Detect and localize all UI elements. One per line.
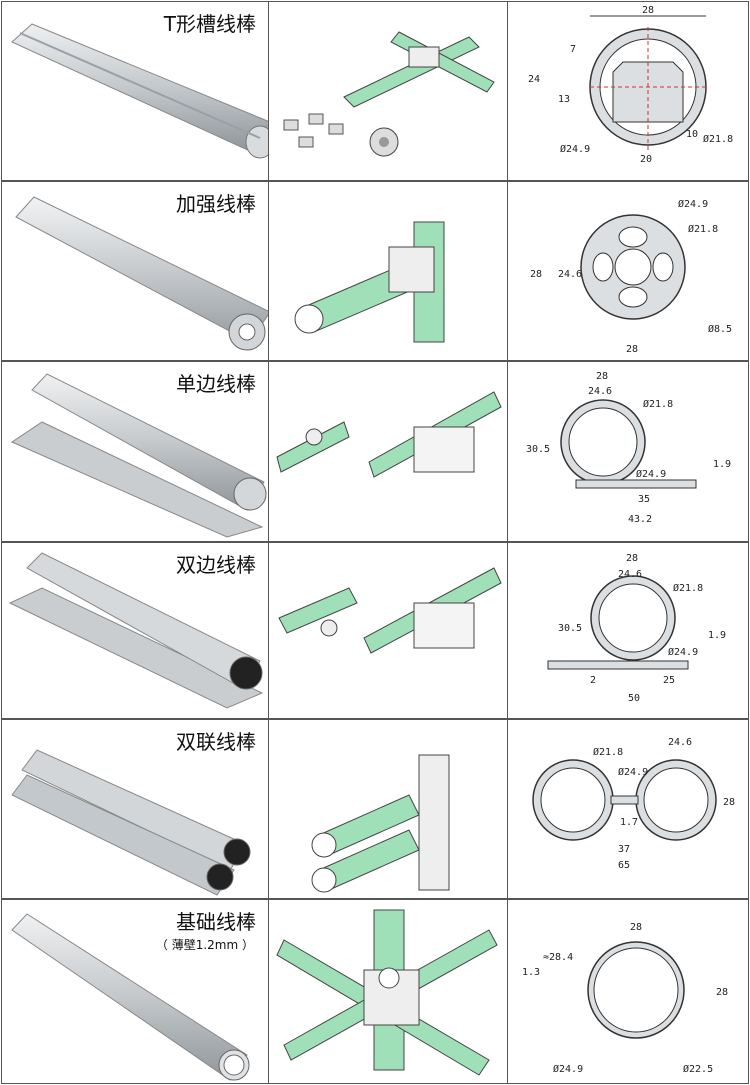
dim-label: ≈28.4 <box>543 952 573 963</box>
dim-label: 1.9 <box>713 459 731 470</box>
dim-label: 2 <box>590 675 596 686</box>
twin-assembly-illustration <box>311 754 450 893</box>
twin-profile-drawing: Ø21.8 Ø24.9 24.6 28 1.7 37 65 <box>532 737 735 871</box>
dim-label: 20 <box>640 154 652 165</box>
dim-label: Ø21.8 <box>643 398 673 410</box>
dim-label: 28 <box>642 5 654 16</box>
technical-drawing-cell: Ø21.8 Ø24.9 24.6 28 1.7 37 65 <box>507 719 749 899</box>
dim-label: 10 <box>686 129 698 140</box>
technical-drawing-cell: 28 7 24 13 Ø24.9 Ø21.8 10 20 <box>507 1 749 181</box>
reinforced-profile-drawing: Ø24.9 Ø21.8 28 24.6 28 Ø8.5 <box>530 198 732 355</box>
dim-label: 28 <box>716 987 728 998</box>
dim-label: Ø21.8 <box>673 582 703 594</box>
product-photo-cell: T形槽线棒 <box>1 1 269 181</box>
product-note: （ 薄壁1.2mm ） <box>155 938 254 952</box>
dim-label: Ø24.9 <box>678 198 708 210</box>
basic-assembly-illustration <box>276 909 498 1076</box>
dim-label: 24 <box>528 74 540 85</box>
product-name: 基础线棒 <box>176 910 256 934</box>
dim-label: 30.5 <box>526 444 550 455</box>
dim-label: 24.6 <box>588 386 612 397</box>
dim-label: 24.6 <box>558 269 582 280</box>
basic-profile-drawing: ≈28.4 28 1.3 28 Ø24.9 Ø22.5 <box>522 922 728 1075</box>
t-slot-profile-drawing: 28 7 24 13 Ø24.9 Ø21.8 10 20 <box>528 5 733 165</box>
dim-label: Ø24.9 <box>668 646 698 658</box>
technical-drawing-cell: ≈28.4 28 1.3 28 Ø24.9 Ø22.5 <box>507 899 749 1084</box>
assembly-illustration-cell <box>268 181 508 361</box>
double-flange-bar-photo <box>8 552 264 709</box>
dim-label: 43.2 <box>628 514 652 525</box>
table-row: 加强线棒 Ø24.9 Ø21.8 28 24.6 28 <box>1 181 749 361</box>
t-slot-assembly-illustration <box>283 31 495 157</box>
double-flange-assembly-illustration <box>278 567 502 654</box>
product-name: 单边线棒 <box>176 372 256 396</box>
dim-label: 50 <box>628 693 640 704</box>
t-slot-bar-photo <box>11 23 268 159</box>
dim-label: 1.3 <box>522 967 540 978</box>
reinforced-assembly-illustration <box>294 221 445 343</box>
dim-label: Ø21.8 <box>688 223 718 235</box>
single-flange-bar-photo <box>10 373 267 538</box>
product-photo-cell: 基础线棒 （ 薄壁1.2mm ） <box>1 899 269 1084</box>
dim-label: 1.9 <box>708 630 726 641</box>
technical-drawing-cell: 28 24.6 Ø21.8 30.5 Ø24.9 1.9 2 25 50 <box>507 542 749 719</box>
product-photo-cell: 单边线棒 <box>1 361 269 542</box>
technical-drawing-cell: 28 24.6 Ø21.8 30.5 Ø24.9 1.9 35 43.2 <box>507 361 749 542</box>
assembly-illustration-cell <box>268 542 508 719</box>
dim-label: 25 <box>663 675 675 686</box>
product-name: 双联线棒 <box>176 730 256 754</box>
dim-label: 28 <box>630 922 642 933</box>
assembly-illustration-cell <box>268 361 508 542</box>
assembly-illustration-cell <box>268 1 508 181</box>
dim-label: 30.5 <box>558 623 582 634</box>
dim-label: 65 <box>618 860 630 871</box>
basic-bar-photo <box>11 913 250 1081</box>
product-name: 双边线棒 <box>176 553 256 577</box>
single-flange-assembly-illustration <box>276 391 502 478</box>
dim-label: 1.7 <box>620 817 638 828</box>
dim-label: Ø21.8 <box>703 133 733 145</box>
dim-label: Ø24.9 <box>618 766 648 778</box>
dim-label: 7 <box>570 44 576 55</box>
table-row: 双联线棒 Ø21.8 Ø24.9 24.6 28 1.7 <box>1 719 749 899</box>
dim-label: 13 <box>558 94 570 105</box>
product-name: T形槽线棒 <box>163 12 256 36</box>
single-flange-profile-drawing: 28 24.6 Ø21.8 30.5 Ø24.9 1.9 35 43.2 <box>526 371 731 525</box>
table-row: T形槽线棒 28 <box>1 1 749 181</box>
dim-label: 35 <box>638 494 650 505</box>
dim-label: 28 <box>596 371 608 382</box>
table-row: 双边线棒 28 24.6 Ø21.8 30.5 Ø24.9 1.9 2 <box>1 542 749 719</box>
dim-label: 28 <box>530 269 542 280</box>
twin-bar-photo <box>11 749 251 896</box>
double-flange-profile-drawing: 28 24.6 Ø21.8 30.5 Ø24.9 1.9 2 25 50 <box>547 553 726 704</box>
dim-label: 24.6 <box>668 737 692 748</box>
dim-label: 37 <box>618 844 630 855</box>
dim-label: Ø8.5 <box>708 323 732 335</box>
product-name: 加强线棒 <box>176 192 256 216</box>
dim-label: Ø21.8 <box>593 746 623 758</box>
technical-drawing-cell: Ø24.9 Ø21.8 28 24.6 28 Ø8.5 <box>507 181 749 361</box>
dim-label: 28 <box>626 344 638 355</box>
product-photo-cell: 加强线棒 <box>1 181 269 361</box>
table-row: 单边线棒 28 24.6 Ø21.8 30.5 Ø24.9 1.9 35 <box>1 361 749 542</box>
dim-label: Ø24.9 <box>553 1063 583 1075</box>
assembly-illustration-cell <box>268 899 508 1084</box>
product-photo-cell: 双边线棒 <box>1 542 269 719</box>
assembly-illustration-cell <box>268 719 508 899</box>
dim-label: Ø24.9 <box>636 468 666 480</box>
dim-label: Ø22.5 <box>683 1063 713 1075</box>
table-row: 基础线棒 （ 薄壁1.2mm ） ≈28.4 28 1.3 28 Ø24.9 Ø… <box>1 899 749 1084</box>
dim-label: 28 <box>723 797 735 808</box>
dim-label: 28 <box>626 553 638 564</box>
dim-label: 24.6 <box>618 569 642 580</box>
product-photo-cell: 双联线棒 <box>1 719 269 899</box>
reinforced-bar-photo <box>15 196 268 351</box>
dim-label: Ø24.9 <box>560 143 590 155</box>
